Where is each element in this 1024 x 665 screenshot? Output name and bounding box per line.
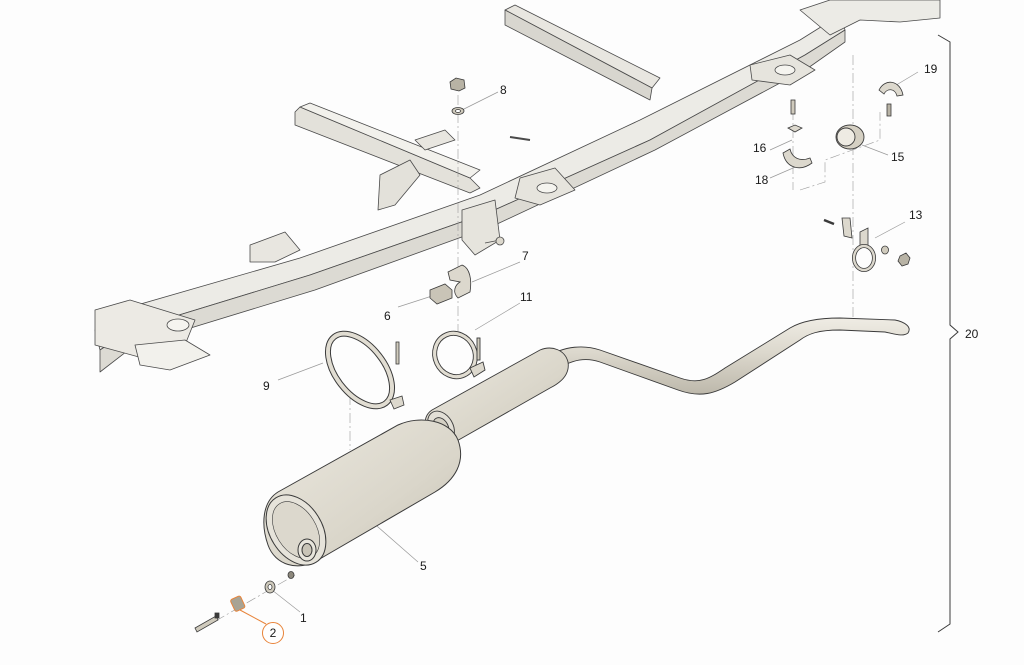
- callout-6[interactable]: 6: [384, 309, 391, 323]
- rear-silencer: [263, 419, 462, 567]
- tailpipe: [544, 317, 910, 395]
- leader-lines: [271, 71, 919, 613]
- center-lines: [199, 55, 881, 631]
- callout-5[interactable]: 5: [420, 559, 427, 573]
- part-18-lower-bracket: [782, 148, 813, 169]
- callout-19[interactable]: 19: [924, 62, 938, 76]
- callout-11[interactable]: 11: [520, 290, 533, 304]
- assembly-bracket-20: [937, 34, 959, 633]
- callout-7[interactable]: 7: [522, 249, 529, 263]
- callout-8[interactable]: 8: [500, 83, 507, 97]
- part-1-gasket-nut: [264, 571, 295, 594]
- part-8-nut-washer: [449, 77, 466, 115]
- callout-16[interactable]: 16: [753, 141, 767, 155]
- callout-2-highlighted[interactable]: 2: [262, 622, 284, 644]
- part-11-small-clamp: [432, 330, 486, 380]
- chassis-frame: [94, 0, 941, 373]
- callout-13[interactable]: 13: [909, 208, 923, 222]
- part-2-spring[interactable]: [230, 595, 267, 625]
- part-15-insulator: [835, 124, 865, 150]
- callout-9[interactable]: 9: [263, 379, 270, 393]
- callout-15[interactable]: 15: [891, 150, 905, 164]
- part-16-bolt-plate: [787, 99, 803, 133]
- part-9-large-clamp: [324, 330, 405, 410]
- part-13-hanger: [823, 217, 911, 272]
- callout-20[interactable]: 20: [965, 327, 979, 341]
- callout-1[interactable]: 1: [300, 611, 307, 625]
- part-bolt: [194, 612, 220, 633]
- callout-18[interactable]: 18: [755, 173, 769, 187]
- part-19-upper-bracket: [878, 81, 904, 117]
- part-6-7-mount: [429, 264, 472, 305]
